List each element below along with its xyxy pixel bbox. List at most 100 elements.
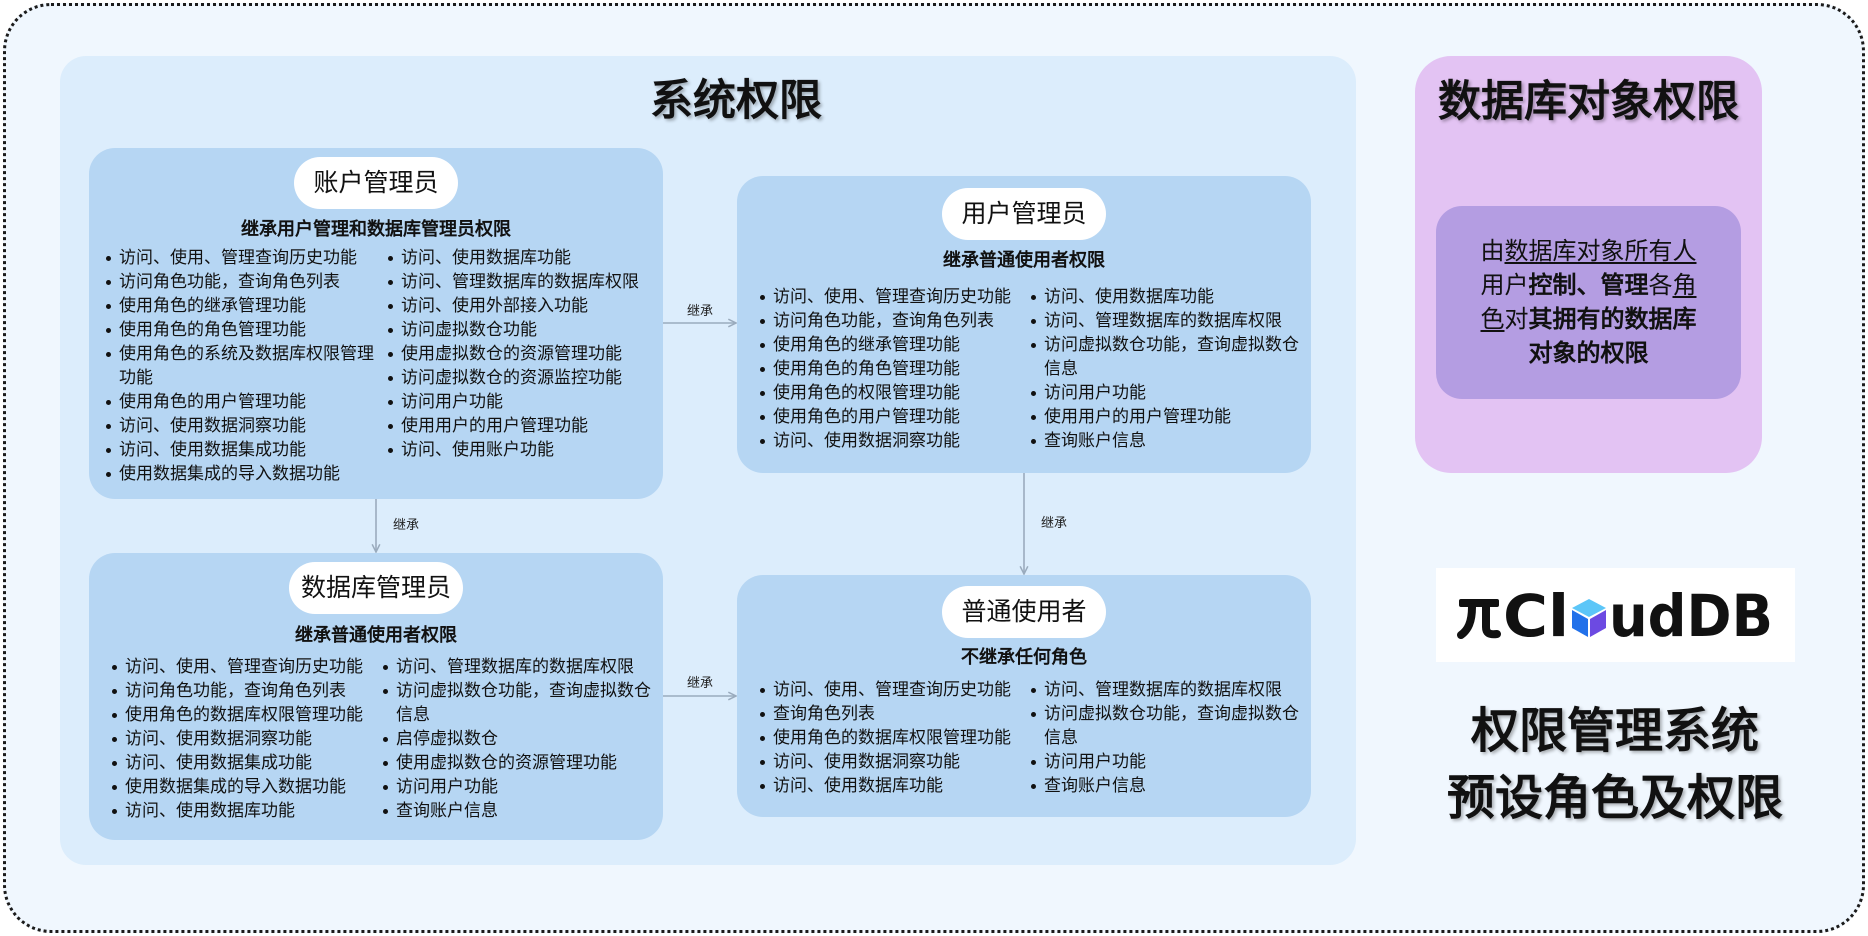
permission-item: 使用角色的系统及数据库权限管理功能 [105, 342, 379, 390]
permission-item: 访问、使用数据库功能 [111, 799, 385, 823]
permission-item: 访问虚拟数仓功能，查询虚拟数仓信息 [1030, 702, 1304, 750]
permission-item: 访问、使用数据库功能 [387, 246, 661, 270]
permission-item: 使用角色的继承管理功能 [105, 294, 379, 318]
permission-item: 访问、使用外部接入功能 [387, 294, 661, 318]
permission-item: 访问、管理数据库的数据库权限 [382, 655, 656, 679]
permission-list-left: 访问、使用、管理查询历史功能查询角色列表使用角色的数据库权限管理功能访问、使用数… [759, 678, 1033, 798]
description-segment: 用户 [1480, 271, 1529, 299]
role-name-pill: 普通使用者 [942, 586, 1106, 638]
permission-item: 使用用户的用户管理功能 [1030, 405, 1304, 429]
permission-item: 访问用户功能 [1030, 750, 1304, 774]
system-permissions-title: 系统权限 [650, 77, 822, 125]
description-segment: 其拥有的数据库 [1528, 305, 1697, 333]
permission-item: 访问、使用数据洞察功能 [105, 414, 379, 438]
footer-title: 权限管理系统 预设角色及权限 [1415, 698, 1815, 832]
permission-item: 访问、使用账户功能 [387, 438, 661, 462]
permission-item: 访问虚拟数仓功能，查询虚拟数仓信息 [1030, 333, 1304, 381]
inherit-label: 继承 [1041, 515, 1068, 530]
inherit-label: 继承 [686, 675, 714, 690]
permission-list-right: 访问、管理数据库的数据库权限访问虚拟数仓功能，查询虚拟数仓信息访问用户功能查询账… [1030, 678, 1304, 798]
logo-mark-left-leg [1457, 603, 1476, 639]
permission-list-left: 访问、使用、管理查询历史功能访问角色功能，查询角色列表使用角色的继承管理功能使用… [105, 246, 379, 486]
db-object-permissions-box: 由数据库对象所有人用户控制、管理各角色对其拥有的数据库对象的权限 [1436, 206, 1741, 399]
cube-left-face [1572, 610, 1588, 637]
role-card-normal-user: 普通使用者 不继承任何角色 访问、使用、管理查询历史功能查询角色列表使用角色的数… [737, 575, 1311, 817]
logo-mark-right-leg [1482, 603, 1501, 639]
permission-item: 使用角色的角色管理功能 [105, 318, 379, 342]
description-segment: 对 [1504, 305, 1529, 333]
role-inheritance-note: 继承普通使用者权限 [295, 625, 457, 645]
permission-item: 访问虚拟数仓功能，查询虚拟数仓信息 [382, 679, 656, 727]
permission-item: 访问用户功能 [382, 775, 656, 799]
permission-item: 访问用户功能 [387, 390, 661, 414]
permission-item: 使用角色的用户管理功能 [105, 390, 379, 414]
role-name-pill: 账户管理员 [294, 157, 458, 209]
permission-list-right: 访问、使用数据库功能访问、管理数据库的数据库权限访问虚拟数仓功能，查询虚拟数仓信… [1030, 285, 1304, 453]
permission-item: 访问角色功能，查询角色列表 [759, 309, 1033, 333]
permission-item: 使用虚拟数仓的资源管理功能 [387, 342, 661, 366]
description-segment: 各 [1648, 271, 1673, 299]
permission-item: 查询角色列表 [759, 702, 1033, 726]
role-name-pill: 用户管理员 [942, 188, 1106, 240]
clouddb-logo-graphic: Cl udDB [1457, 582, 1773, 650]
description-segment: 对象的权限 [1528, 339, 1649, 367]
permission-item: 查询账户信息 [1030, 429, 1304, 453]
role-name-pill: 数据库管理员 [288, 562, 464, 614]
description-segment: 由 [1480, 237, 1505, 265]
role-card-database-admin: 数据库管理员 继承普通使用者权限 访问、使用、管理查询历史功能访问角色功能，查询… [89, 553, 663, 840]
footer-title-line: 权限管理系统 [1470, 705, 1759, 758]
permission-list-left: 访问、使用、管理查询历史功能访问角色功能，查询角色列表使用角色的数据库权限管理功… [111, 655, 385, 823]
inherit-label: 继承 [686, 303, 714, 318]
role-card-user-admin: 用户管理员 继承普通使用者权限 访问、使用、管理查询历史功能访问角色功能，查询角… [737, 176, 1311, 473]
description-segment: 角 [1672, 271, 1697, 299]
permission-item: 使用角色的用户管理功能 [759, 405, 1033, 429]
role-card-account-admin: 账户管理员 继承用户管理和数据库管理员权限 访问、使用、管理查询历史功能访问角色… [89, 148, 663, 499]
permission-item: 访问虚拟数仓的资源监控功能 [387, 366, 661, 390]
permission-item: 访问、使用数据集成功能 [111, 751, 385, 775]
permission-item: 使用角色的继承管理功能 [759, 333, 1033, 357]
clouddb-logo: Cl udDB [1436, 568, 1795, 662]
db-object-permissions-title: 数据库对象权限 [1438, 78, 1739, 126]
permission-item: 访问、使用、管理查询历史功能 [111, 655, 385, 679]
system-permissions-panel: 系统权限 继承 继承 继承 继承 账户管理员 继承用户管理和数据库管理员权限 访… [60, 56, 1356, 865]
permission-item: 使用角色的权限管理功能 [759, 381, 1033, 405]
permission-item: 使用角色的数据库权限管理功能 [759, 726, 1033, 750]
permission-item: 查询账户信息 [382, 799, 656, 823]
permission-item: 使用数据集成的导入数据功能 [111, 775, 385, 799]
description-segment: 色 [1480, 305, 1505, 333]
permission-list-right: 访问、管理数据库的数据库权限访问虚拟数仓功能，查询虚拟数仓信息启停虚拟数仓使用虚… [382, 655, 656, 823]
description-segment: 数据库对象所有人 [1504, 237, 1697, 265]
db-object-permissions-panel: 数据库对象权限 由数据库对象所有人用户控制、管理各角色对其拥有的数据库对象的权限 [1415, 56, 1762, 473]
permission-item: 访问、使用数据库功能 [759, 774, 1033, 798]
permission-item: 访问、管理数据库的数据库权限 [1030, 309, 1304, 333]
description-segment: 控制、管理 [1528, 271, 1649, 299]
permission-item: 访问、使用数据库功能 [1030, 285, 1304, 309]
permission-item: 访问、管理数据库的数据库权限 [1030, 678, 1304, 702]
permission-item: 访问虚拟数仓功能 [387, 318, 661, 342]
role-inheritance-note: 继承用户管理和数据库管理员权限 [241, 219, 511, 239]
permission-item: 访问、使用数据洞察功能 [111, 727, 385, 751]
permission-item: 访问用户功能 [1030, 381, 1304, 405]
permission-item: 使用用户的用户管理功能 [387, 414, 661, 438]
footer-title-line: 预设角色及权限 [1446, 772, 1783, 825]
cube-right-face [1590, 610, 1606, 637]
permission-item: 查询账户信息 [1030, 774, 1304, 798]
permission-item: 访问、使用数据洞察功能 [759, 429, 1033, 453]
permission-item: 使用虚拟数仓的资源管理功能 [382, 751, 656, 775]
cube-top-face [1572, 599, 1606, 617]
permission-item: 访问、使用、管理查询历史功能 [105, 246, 379, 270]
permission-list-left: 访问、使用、管理查询历史功能访问角色功能，查询角色列表使用角色的继承管理功能使用… [759, 285, 1033, 453]
permission-item: 使用角色的数据库权限管理功能 [111, 703, 385, 727]
role-inheritance-note: 继承普通使用者权限 [943, 250, 1105, 270]
permission-list-right: 访问、使用数据库功能访问、管理数据库的数据库权限访问、使用外部接入功能访问虚拟数… [387, 246, 661, 462]
logo-mark [1457, 599, 1501, 639]
permission-item: 访问、使用数据集成功能 [105, 438, 379, 462]
permission-item: 访问、管理数据库的数据库权限 [387, 270, 661, 294]
inherit-label: 继承 [393, 517, 420, 532]
permission-item: 启停虚拟数仓 [382, 727, 656, 751]
inheritance-arrows [60, 56, 1356, 865]
permission-item: 访问角色功能，查询角色列表 [111, 679, 385, 703]
permission-item: 访问、使用、管理查询历史功能 [759, 678, 1033, 702]
logo-wordmark-right: udDB [1609, 582, 1773, 650]
